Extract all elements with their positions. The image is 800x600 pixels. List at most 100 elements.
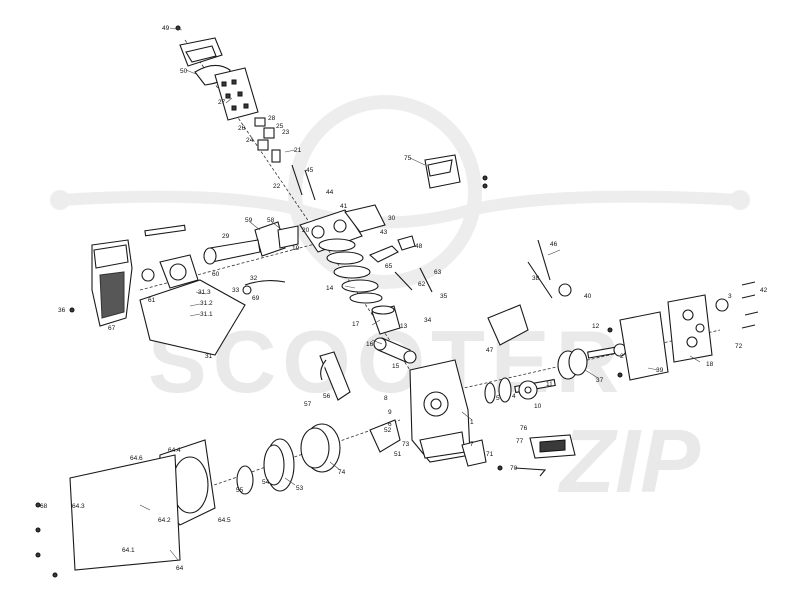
callout-label: 37 (596, 377, 604, 384)
callout-label: 72 (735, 343, 743, 350)
callout-label: 59 (245, 217, 253, 224)
callout-label: 62 (418, 281, 426, 288)
callout-label: 52 (384, 427, 392, 434)
callout-label: 2 (620, 353, 624, 360)
callout-label: 15 (392, 363, 400, 370)
callout-label: 31 (205, 353, 213, 360)
watermark-ring (288, 95, 482, 289)
callout-label: 23 (282, 129, 290, 136)
valve-springs (254, 117, 316, 201)
callout-label: 46 (550, 241, 558, 248)
callout-label: 75 (404, 155, 412, 162)
air-filter-housing (91, 239, 133, 327)
callout-label: 76 (520, 425, 528, 432)
callout-label: 71 (486, 451, 494, 458)
callout-label: 29 (222, 233, 230, 240)
oil-pump-gear (518, 380, 538, 400)
callout-label: 40 (584, 293, 592, 300)
callout-label: 19 (292, 245, 300, 252)
callout-label: 64 (176, 565, 184, 572)
callout-label: 17 (352, 321, 360, 328)
callout-label: 45 (306, 167, 314, 174)
callout-label: 12 (592, 323, 600, 330)
leader-lines (139, 27, 701, 561)
intake-pipe (203, 239, 261, 265)
air-box-cover (179, 37, 223, 67)
callout-label: 41 (340, 203, 348, 210)
callout-label: 54 (262, 479, 270, 486)
side-cover-bolts (741, 281, 759, 329)
callout-label: 30 (388, 215, 396, 222)
flywheel-cup (300, 423, 341, 473)
callout-label: 36 (58, 307, 66, 314)
callout-label: 18 (706, 361, 714, 368)
callout-label: 9 (388, 409, 392, 416)
callout-label: 4 (512, 393, 516, 400)
fuel-hose (242, 279, 286, 295)
callout-label: 6 (388, 421, 392, 428)
callout-label: 47 (486, 347, 494, 354)
callout-label: 31.2 (200, 300, 213, 307)
callout-label: 16 (366, 341, 374, 348)
callout-label: 39 (656, 367, 664, 374)
callout-label: 31.3 (198, 289, 211, 296)
callout-label: 20 (302, 227, 310, 234)
callout-label: 55 (236, 487, 244, 494)
governor-assembly (527, 239, 572, 299)
callout-label: 60 (212, 271, 220, 278)
oil-seal (715, 298, 729, 312)
rocker-cover (424, 154, 461, 189)
callout-label: 35 (440, 293, 448, 300)
callout-label: 77 (516, 438, 524, 445)
callout-label: 53 (296, 485, 304, 492)
callout-label: 13 (400, 323, 408, 330)
callout-label: 64.2 (158, 517, 171, 524)
callout-label: 64.1 (122, 547, 135, 554)
callout-label: 50 (180, 68, 188, 75)
callout-label: 74 (338, 469, 346, 476)
connecting-rod (373, 337, 417, 364)
callout-label: 22 (273, 183, 281, 190)
callout-label: 7 (470, 441, 474, 448)
callout-label: 33 (232, 287, 240, 294)
callout-label: 27 (218, 99, 226, 106)
callout-label: 31.1 (200, 311, 213, 318)
callout-label: 69 (252, 295, 260, 302)
callout-label: 64.3 (72, 503, 85, 510)
callout-label: 3 (728, 293, 732, 300)
ignition-coil (319, 351, 351, 401)
callout-label: 43 (380, 229, 388, 236)
callout-label: 68 (40, 503, 48, 510)
callout-label: 64.4 (168, 447, 181, 454)
crankcase (409, 359, 471, 463)
callout-label: 64.6 (130, 455, 143, 462)
callout-label: 73 (402, 441, 410, 448)
callout-label: 67 (108, 325, 116, 332)
watermark-grip-right (730, 190, 750, 210)
callout-label: 24 (246, 137, 254, 144)
callout-label: 14 (326, 285, 334, 292)
callout-label: 26 (238, 125, 246, 132)
bracket-7 (461, 439, 487, 467)
oil-sensor-block (529, 434, 576, 459)
callout-label: 42 (760, 287, 768, 294)
callout-label: 25 (276, 123, 284, 130)
callout-label: 11 (546, 381, 553, 388)
callout-label: 65 (385, 263, 393, 270)
callout-label: 34 (424, 317, 432, 324)
starter-assembly-frame (69, 454, 181, 571)
carburetor-bracket (139, 279, 246, 356)
piston (371, 305, 401, 335)
breather-cover (487, 304, 529, 346)
watermark-script: ZIP (557, 412, 701, 512)
callout-label: 38 (532, 275, 540, 282)
starter-pulley (236, 465, 254, 495)
callout-label: 61 (148, 297, 156, 304)
flywheel (263, 438, 295, 492)
callout-label: 57 (304, 401, 312, 408)
watermark-handlebar (59, 190, 741, 229)
callout-label: 70 (510, 465, 518, 472)
callout-labels: 49 50 27 28 25 26 24 23 21 45 22 44 75 5… (40, 25, 768, 572)
callout-label: 63 (434, 269, 442, 276)
